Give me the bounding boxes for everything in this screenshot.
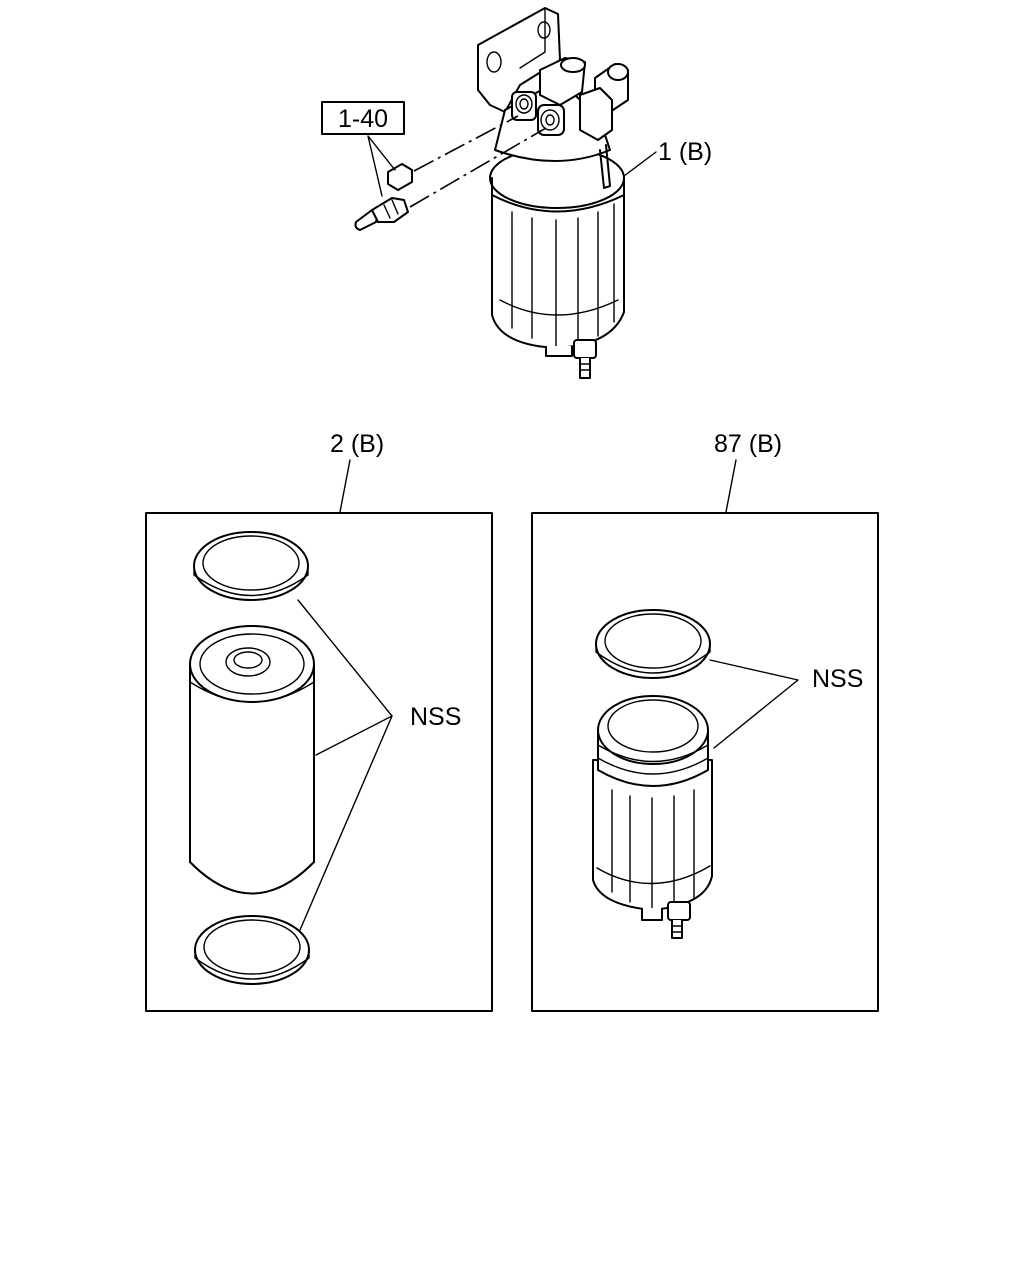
o-ring-bowl xyxy=(595,609,711,679)
nss-label-left: NSS xyxy=(410,703,461,731)
filter-bowl xyxy=(592,695,713,939)
bleed-screw xyxy=(387,163,413,191)
ref-box-1-40: 1-40 xyxy=(321,101,405,135)
part-1-label: 1 (B) xyxy=(658,138,712,166)
leader-line xyxy=(725,459,737,513)
hose-nipple xyxy=(354,197,409,231)
part-2-label: 2 (B) xyxy=(330,430,384,458)
o-ring-lower xyxy=(194,915,310,985)
leader-line xyxy=(709,659,799,749)
ref-box-label: 1-40 xyxy=(338,105,388,133)
leader-line xyxy=(297,599,393,931)
leader-line xyxy=(623,151,657,177)
alignment-line xyxy=(413,115,519,172)
nss-label-right: NSS xyxy=(812,665,863,693)
fuel-filter-assembly xyxy=(477,7,629,379)
leader-line xyxy=(339,459,351,513)
alignment-line xyxy=(409,127,547,208)
filter-element xyxy=(189,625,315,895)
leader-line xyxy=(367,135,396,197)
part-87-label: 87 (B) xyxy=(714,430,782,458)
o-ring-upper xyxy=(193,531,309,601)
